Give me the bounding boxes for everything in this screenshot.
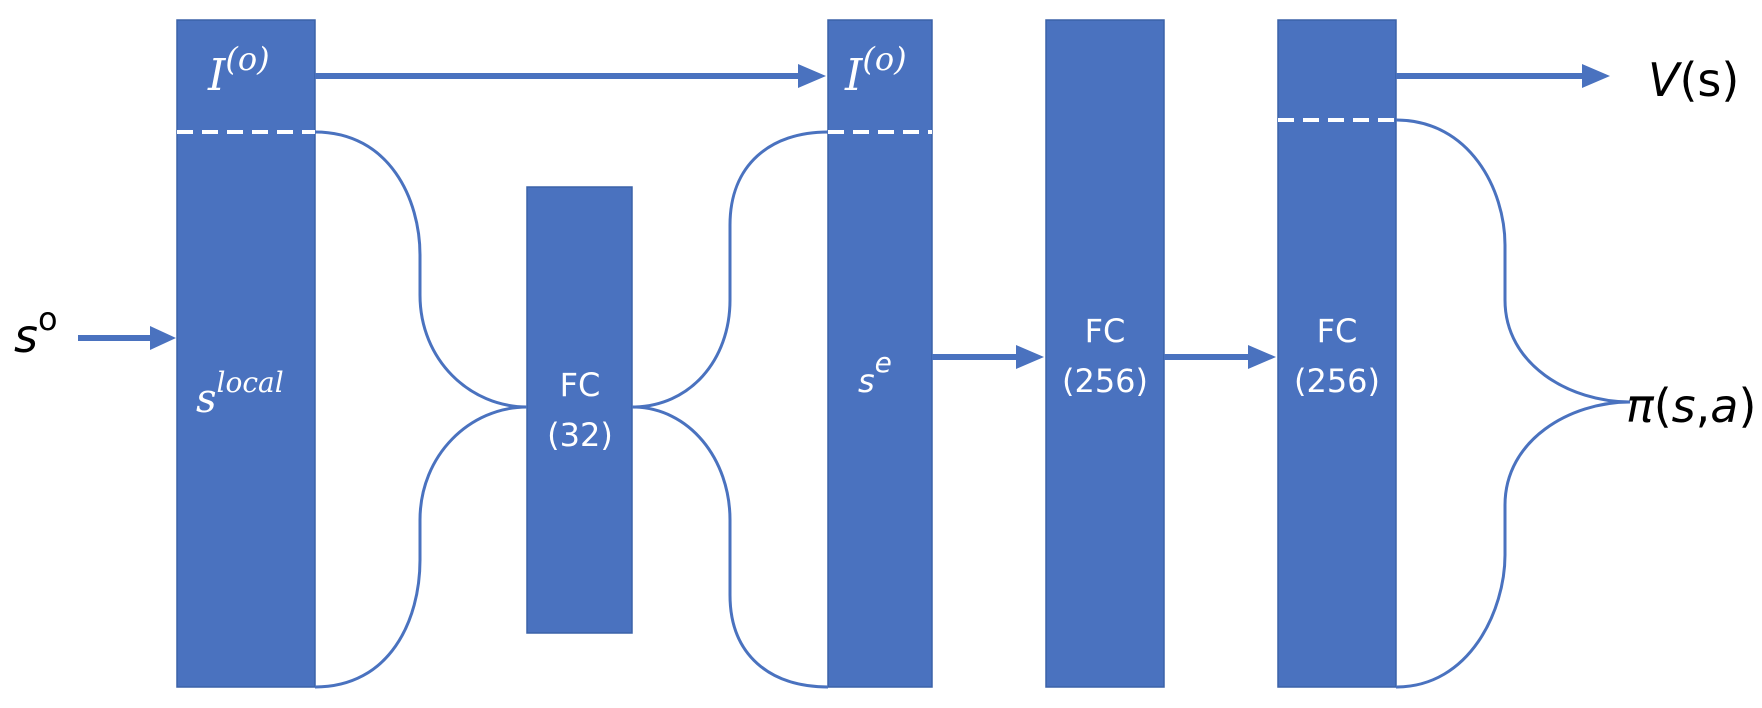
arrow-3-to-4-head [1016,345,1044,369]
block-5-label-line1: FC [1317,312,1358,350]
block-3-top-label: I(o) [844,40,907,101]
block-4-label-line1: FC [1085,312,1126,350]
policy-brace-top [1395,118,1631,404]
block-5-fc256 [1277,19,1397,688]
block-5-label-line2: (256) [1294,362,1380,400]
policy-output-label: π(s,a) [1626,379,1756,433]
block-1-bottom-label: slocal [196,366,284,422]
input-state-label: so [14,300,58,363]
block-2-fc32 [526,186,633,634]
block-4-label-line2: (256) [1062,362,1148,400]
value-arrow-head [1582,64,1610,88]
block-4-fc256 [1045,19,1165,688]
brace-2-top [631,130,829,409]
block-1-top-label: I(o) [207,40,270,101]
skip-arrow-head [798,64,826,88]
brace-2-bottom [631,405,829,689]
brace-1-top [314,130,528,409]
policy-brace-bottom [1395,400,1631,689]
value-output-label: V(s) [1648,53,1739,107]
input-arrow-head [150,326,176,350]
arrow-4-to-5-head [1248,345,1276,369]
block-2-label-line1: FC [560,366,601,404]
block-1 [176,19,316,688]
block-2-label-line2: (32) [547,416,613,454]
brace-1-bottom [314,405,528,689]
block-3-bottom-label: se [858,346,892,400]
